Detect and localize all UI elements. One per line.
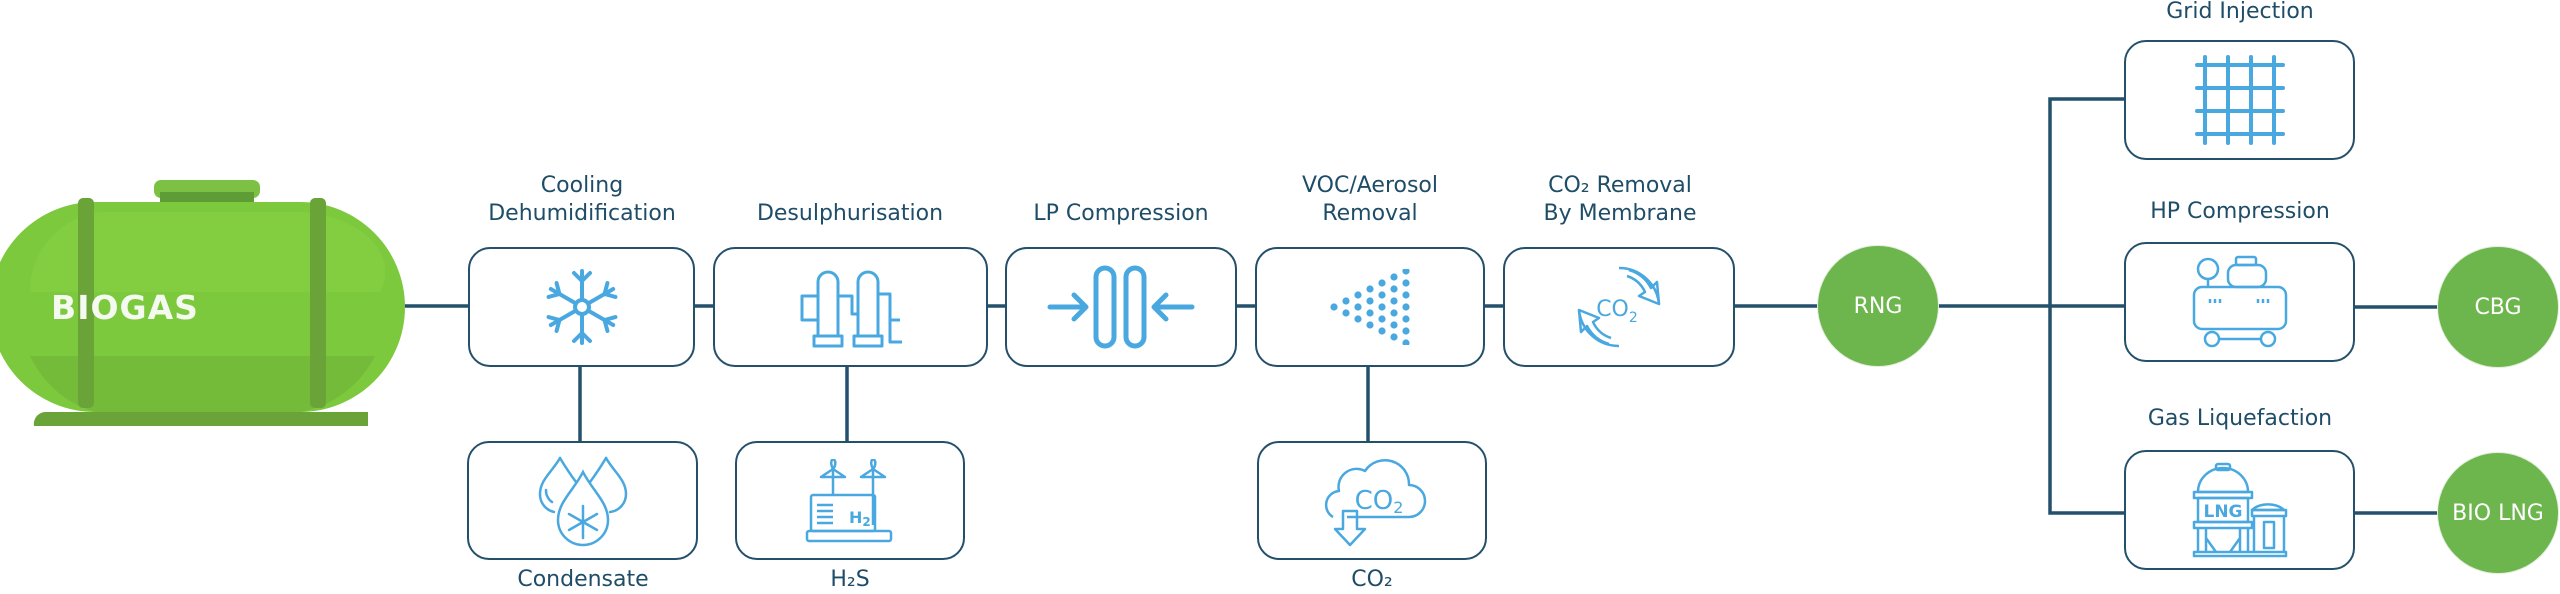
label-co2: CO₂: [1351, 567, 1393, 592]
spray-dot: [1366, 309, 1374, 317]
svg-text:LNG: LNG: [2203, 502, 2242, 522]
spray-dot: [1378, 327, 1386, 335]
step-co2m[interactable]: CO2: [1503, 247, 1735, 367]
branch-gas-liquefaction[interactable]: LNG: [2124, 450, 2355, 570]
spray-dot: [1378, 303, 1386, 311]
spray-dot: [1390, 285, 1398, 293]
spray-dot: [1402, 315, 1410, 323]
label-h2s: H₂S: [830, 567, 870, 592]
spray-dot: [1342, 309, 1350, 317]
svg-text:CO2: CO2: [1355, 486, 1404, 517]
spray-dot: [1390, 333, 1398, 341]
step-voc[interactable]: [1255, 247, 1485, 367]
spray-dot: [1378, 291, 1386, 299]
spray-dot: [1402, 339, 1410, 345]
label-cooling: Cooling Dehumidification: [488, 173, 676, 226]
spray-dot: [1366, 321, 1374, 329]
spray-dot: [1390, 321, 1398, 329]
svg-text:CO2: CO2: [1596, 297, 1638, 326]
spray-dot: [1330, 303, 1338, 311]
h2-wind-plant-icon: H2: [805, 458, 893, 542]
air-compressor-icon: [2192, 255, 2287, 348]
step-cooling[interactable]: [468, 247, 695, 367]
snowflake-icon: [544, 269, 619, 345]
grid-icon: [2194, 55, 2285, 145]
spray-dot: [1378, 315, 1386, 323]
label-desulph: Desulphurisation: [756, 201, 944, 226]
spray-dot: [1402, 269, 1410, 275]
label-co2m: CO₂ Removal By Membrane: [1543, 173, 1697, 226]
cbg-node[interactable]: CBG: [2438, 247, 2558, 367]
label-grid: Grid Injection: [2166, 0, 2314, 24]
svg-text:H2: H2: [849, 508, 871, 529]
byproduct-co2[interactable]: CO2: [1257, 441, 1487, 560]
byproduct-h2s[interactable]: H2: [735, 441, 965, 560]
co2-cloud-icon: CO2: [1324, 458, 1427, 546]
label-hp: HP Compression: [2150, 199, 2330, 224]
label-lp: LP Compression: [1033, 201, 1209, 226]
spray-dot: [1402, 279, 1410, 287]
rng-node[interactable]: RNG: [1818, 246, 1938, 366]
connector-branch-trunk: [2048, 97, 2124, 515]
spray-dot: [1378, 279, 1386, 287]
step-lp[interactable]: [1005, 247, 1237, 367]
spray-dot: [1354, 315, 1362, 323]
spray-dots-icon: [1330, 269, 1410, 345]
lng-tank-icon: LNG: [2192, 462, 2287, 558]
compression-arrows-icon: [1047, 265, 1195, 349]
spray-dot: [1354, 303, 1362, 311]
biogas-tank-icon: [0, 180, 405, 426]
water-drops-snowflake-icon: [538, 456, 627, 546]
bio-lng-node[interactable]: BIO LNG: [2438, 453, 2558, 573]
spray-dot: [1366, 297, 1374, 305]
step-desulph[interactable]: [713, 247, 988, 367]
spray-dot: [1390, 309, 1398, 317]
spray-dot: [1402, 327, 1410, 335]
spray-dot: [1402, 291, 1410, 299]
spray-dot: [1342, 297, 1350, 305]
label-voc: VOC/Aerosol Removal: [1301, 173, 1439, 226]
spray-dot: [1390, 273, 1398, 281]
label-lng: Gas Liquefaction: [2147, 406, 2333, 431]
branch-hp-compression[interactable]: [2124, 242, 2355, 362]
biogas-label: BIOGAS: [51, 288, 199, 327]
byproduct-condensate[interactable]: [467, 441, 698, 560]
spray-dot: [1366, 285, 1374, 293]
scrubber-towers-icon: [800, 270, 902, 348]
spray-dot: [1354, 291, 1362, 299]
branch-grid-injection[interactable]: [2124, 40, 2355, 160]
spray-dot: [1390, 297, 1398, 305]
co2-cycle-icon: CO2: [1577, 266, 1661, 348]
label-condensate: Condensate: [517, 567, 649, 592]
spray-dot: [1402, 303, 1410, 311]
